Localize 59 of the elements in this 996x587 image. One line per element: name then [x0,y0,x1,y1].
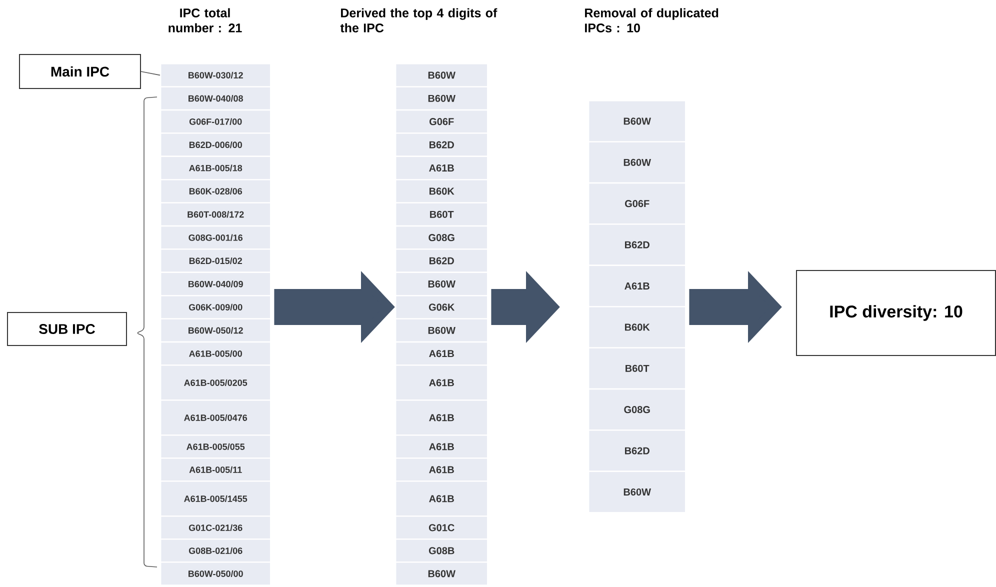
column-heading: Derived the top 4 digits of the IPC [340,8,498,32]
table-cell: A61B-005/055 [160,434,272,459]
table-cell: G08B [395,538,488,563]
table-cell: B60W-040/09 [160,272,272,296]
table-cell: A61B [588,264,686,308]
table-cell: G06K [395,295,488,320]
table-cell: B62D [588,430,686,472]
table-cell: B60W [395,318,488,343]
table-cell: B60W-040/08 [160,86,272,111]
table-cell: B60W-050/00 [160,562,272,586]
table-cell: B62D-006/00 [160,132,272,157]
table-cell: G06K-009/00 [160,295,272,320]
table-cell: A61B [395,400,488,436]
table-cell: A61B-005/0476 [160,400,272,436]
table-cell: A61B-005/11 [160,458,272,482]
leader-line [140,71,160,76]
table-cell: B60K [588,306,686,348]
table-cell: G06F [588,182,686,225]
table-cell: A61B-005/18 [160,156,272,180]
table-cell: B60T [588,347,686,390]
table-cell: A61B [395,480,488,517]
label-box: Main IPC [19,54,141,89]
table-cell: B60W [588,141,686,184]
label-box: SUB IPC [7,312,127,346]
table-cell: G01C-021/36 [160,516,272,540]
table-cell: B60W [588,470,686,514]
table-cell: G08G [588,388,686,431]
column-heading: IPC total number : 21 [168,8,242,32]
table-cell: B60W [395,562,488,586]
table-cell: B62D-015/02 [160,248,272,273]
table-cell: B60W [395,86,488,111]
table-cell: G08G-001/16 [160,225,272,250]
table-cell: B60K-028/06 [160,179,272,204]
table-cell: B62D [395,248,488,273]
table-cell: G08G [395,225,488,250]
table-cell: B60T [395,202,488,227]
table-cell: A61B [395,364,488,401]
table-cell: B62D [395,132,488,157]
table-cell: B60W-050/12 [160,318,272,343]
column-heading: Removal of duplicated IPCs : 10 [585,8,718,32]
table-cell: B60W [588,100,686,142]
table-cell: B60W-030/12 [160,63,272,88]
label-box: IPC diversity: 10 [796,270,996,356]
table-cell: A61B [395,434,488,459]
table-cell: A61B-005/0205 [160,364,272,401]
table-cell: A61B [395,458,488,482]
table-cell: A61B [395,341,488,366]
table-cell: A61B-005/00 [160,341,272,366]
table-cell: B60T-008/172 [160,202,272,227]
table-cell: G06F-017/00 [160,109,272,134]
table-cell: G06F [395,109,488,134]
table-cell: G08B-021/06 [160,538,272,563]
table-cell: G01C [395,516,488,540]
table-cell: B60W [395,63,488,88]
table-cell: B60K [395,179,488,204]
table-cell: A61B [395,156,488,180]
table-cell: B60W [395,272,488,296]
table-cell: B62D [588,224,686,266]
table-cell: A61B-005/1455 [160,480,272,517]
